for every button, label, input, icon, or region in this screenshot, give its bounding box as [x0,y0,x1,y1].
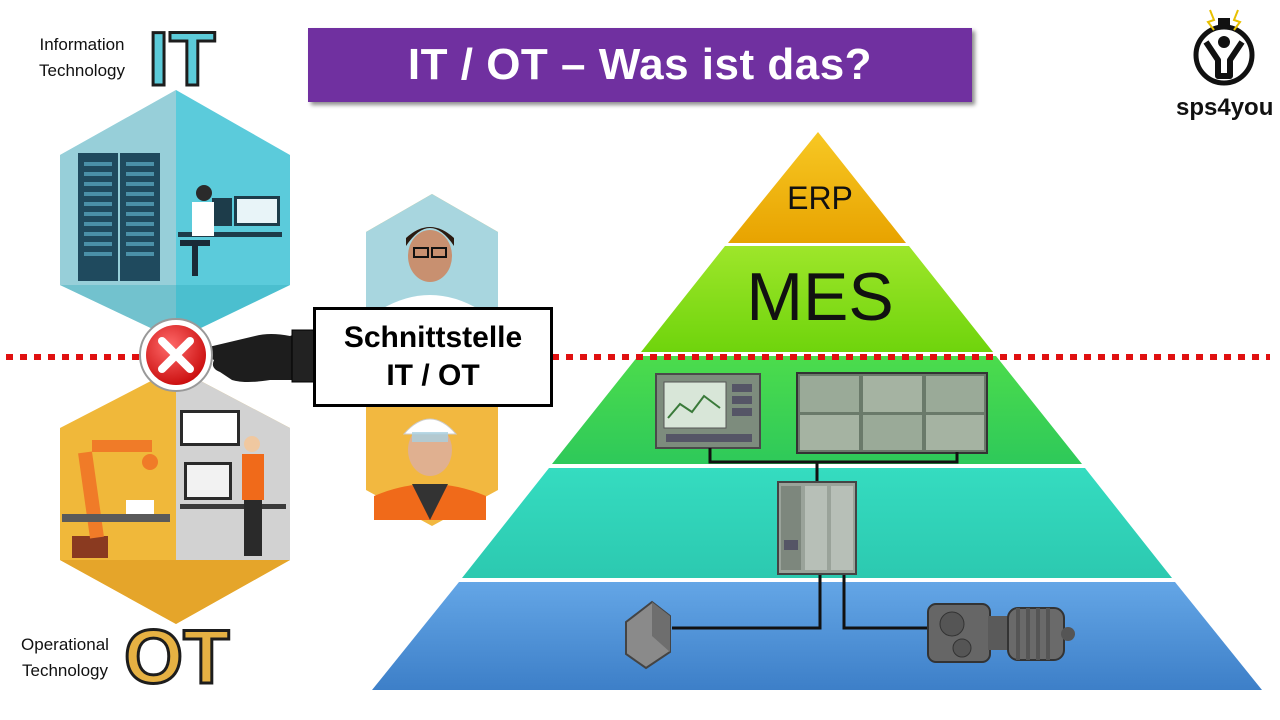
pyramid-layer-mes [641,246,993,352]
title-banner: IT / OT – Was ist das? [308,28,972,102]
network-lines [672,448,959,630]
ot-label: Operational Technology [8,632,122,684]
sensor-icon [625,600,671,670]
interface-box: Schnittstelle IT / OT [313,307,553,407]
conveyor-icon [62,514,170,522]
sps4you-logo-icon [1193,9,1255,86]
ot-label-line1: Operational [21,635,109,654]
interface-line1: Schnittstelle [343,321,523,354]
ot-hexagon-illustration [60,368,290,624]
pointing-hand-icon [196,329,317,383]
it-letters: IT [147,17,218,102]
it-desk-icon [178,232,282,237]
pyramid-layer-erp [728,132,906,243]
motor-icon [927,603,1075,663]
pyramid-layer-field [372,582,1262,690]
it-hexagon-illustration [60,90,290,340]
erp-label: ERP [787,180,853,216]
ot-worker-icon [244,436,260,452]
mes-label: MES [746,259,894,335]
interface-line2: IT / OT [386,359,480,392]
ot-worker-avatar [374,418,486,520]
logo-text: sps4you [1176,94,1274,121]
hmi-panel-icon [655,373,761,449]
ot-label-line2: Technology [21,661,108,680]
it-worker-icon [196,185,212,201]
it-label-line1: Information [39,35,125,54]
red-x-icon [139,318,213,392]
ot-letters: OT [123,615,232,700]
robot-arm-icon [72,440,158,558]
page-title: IT / OT – Was ist das? [407,40,873,89]
scada-screens-icon [796,372,988,454]
plc-icon [777,481,857,575]
it-label: Information Technology [26,32,138,84]
it-label-line2: Technology [38,61,125,80]
